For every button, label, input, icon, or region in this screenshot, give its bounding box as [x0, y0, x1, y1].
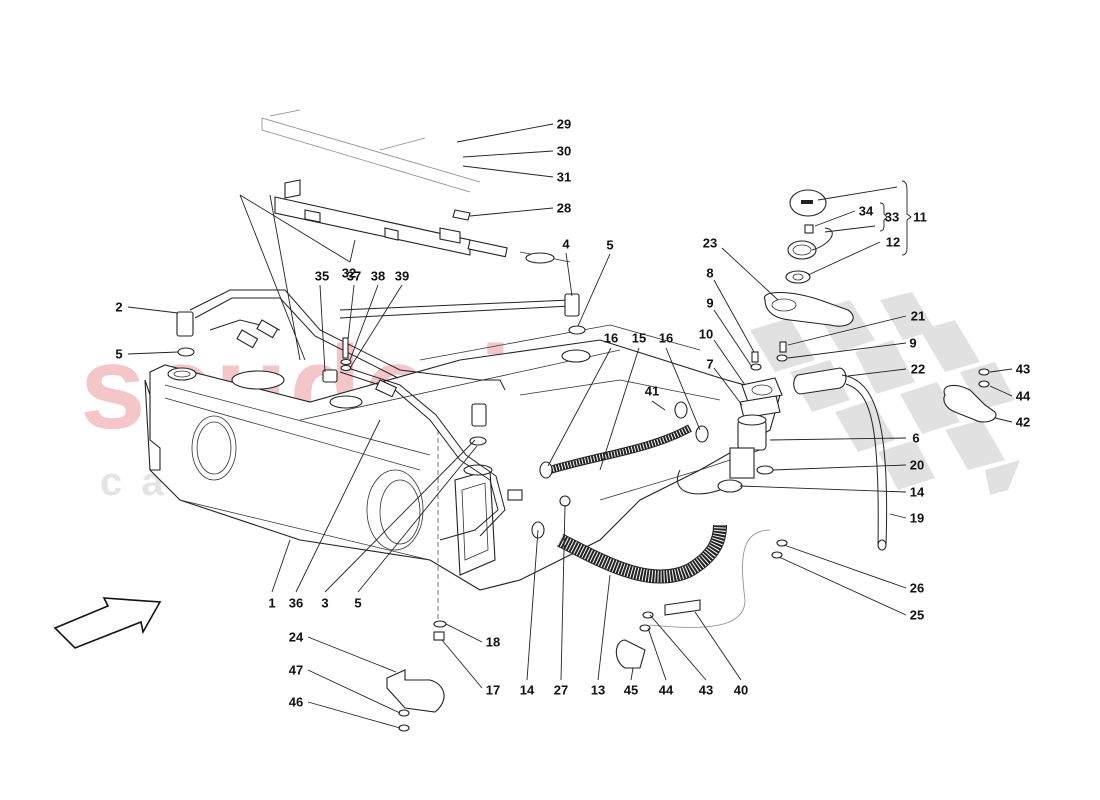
callout-label-26[interactable]: 26: [909, 580, 925, 596]
callout-label-34[interactable]: 34: [858, 203, 874, 219]
callout-label-32[interactable]: 32: [341, 265, 357, 281]
callout-label-14[interactable]: 14: [519, 682, 535, 698]
callout-label-5[interactable]: 5: [606, 237, 614, 253]
callout-label-45[interactable]: 45: [623, 682, 639, 698]
callout-label-40[interactable]: 40: [733, 682, 749, 698]
callout-label-25[interactable]: 25: [909, 607, 925, 623]
hose-clamp-42: [943, 368, 997, 423]
callout-label-4[interactable]: 4: [562, 236, 570, 252]
callout-label-38[interactable]: 38: [370, 268, 386, 284]
callout-label-24[interactable]: 24: [288, 629, 304, 645]
callout-label-11[interactable]: 11: [913, 209, 927, 225]
callout-label-17[interactable]: 17: [485, 682, 501, 698]
fuel-tank-body: [144, 324, 781, 628]
callout-label-9[interactable]: 9: [909, 335, 917, 351]
callout-label-21[interactable]: 21: [910, 308, 926, 324]
charcoal-canister: [274, 179, 571, 264]
callout-label-31[interactable]: 31: [556, 169, 572, 185]
callout-label-43[interactable]: 43: [698, 682, 714, 698]
front-direction-arrow: [53, 597, 162, 649]
callout-label-47[interactable]: 47: [288, 662, 304, 678]
callout-label-10[interactable]: 10: [698, 326, 714, 342]
leader-lines: [127, 123, 1013, 729]
callout-label-5[interactable]: 5: [115, 346, 123, 362]
body-panel-outline: [261, 109, 481, 193]
callout-label-36[interactable]: 36: [288, 595, 304, 611]
callout-label-7[interactable]: 7: [706, 356, 714, 372]
vent-lines: [189, 289, 571, 541]
callout-label-33[interactable]: 33: [884, 209, 900, 225]
callout-label-46[interactable]: 46: [288, 694, 304, 710]
lower-fasteners: [386, 401, 688, 732]
callout-label-12[interactable]: 12: [885, 234, 901, 250]
callout-label-39[interactable]: 39: [394, 268, 410, 284]
filler-neck-assembly: [649, 189, 888, 628]
callout-label-27[interactable]: 27: [553, 682, 569, 698]
callout-label-5[interactable]: 5: [354, 595, 362, 611]
callout-label-6[interactable]: 6: [912, 430, 920, 446]
callout-label-20[interactable]: 20: [909, 457, 925, 473]
callout-label-3[interactable]: 3: [321, 595, 329, 611]
callout-label-43[interactable]: 43: [1015, 361, 1031, 377]
callout-label-37[interactable]: 37: [346, 268, 362, 284]
callout-label-22[interactable]: 22: [910, 361, 926, 377]
callout-label-16[interactable]: 16: [658, 330, 674, 346]
callout-label-35[interactable]: 35: [314, 268, 330, 284]
callout-label-18[interactable]: 18: [485, 634, 501, 650]
callout-label-1[interactable]: 1: [268, 595, 276, 611]
filler-hoses: [531, 424, 727, 584]
callout-label-16[interactable]: 16: [603, 330, 619, 346]
callout-label-13[interactable]: 13: [590, 682, 606, 698]
callout-label-42[interactable]: 42: [1015, 414, 1031, 430]
callout-label-8[interactable]: 8: [706, 265, 714, 281]
callout-label-14[interactable]: 14: [909, 484, 925, 500]
callout-label-9[interactable]: 9: [706, 295, 714, 311]
callout-label-2[interactable]: 2: [115, 299, 123, 315]
callout-label-19[interactable]: 19: [909, 510, 925, 526]
callout-label-28[interactable]: 28: [556, 200, 572, 216]
callout-label-15[interactable]: 15: [631, 330, 647, 346]
callout-label-44[interactable]: 44: [1015, 388, 1031, 404]
callout-label-23[interactable]: 23: [702, 235, 718, 251]
callout-label-29[interactable]: 29: [556, 116, 572, 132]
callout-label-44[interactable]: 44: [658, 682, 674, 698]
callout-label-30[interactable]: 30: [556, 143, 572, 159]
callout-label-41[interactable]: 41: [644, 383, 660, 399]
